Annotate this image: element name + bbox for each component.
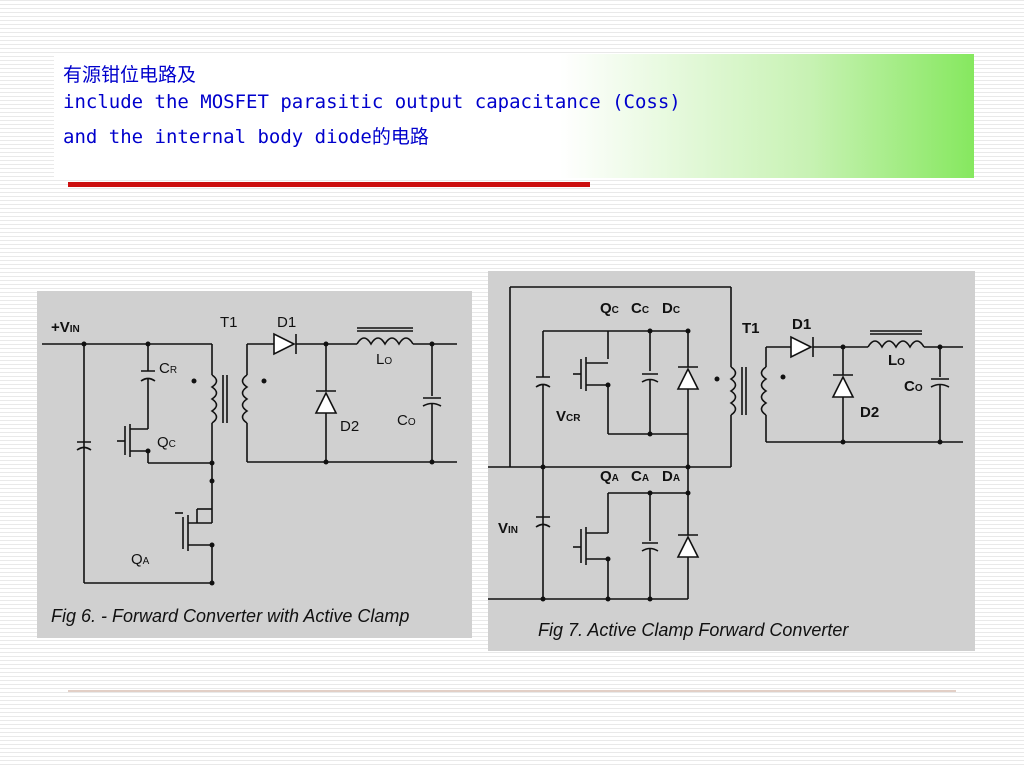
fig6-caption: Fig 6. - Forward Converter with Active C… bbox=[51, 606, 409, 626]
fig7-d1-label: D1 bbox=[792, 316, 811, 333]
fig6-qa-label: QA bbox=[131, 551, 150, 568]
fig6-t1-label: T1 bbox=[220, 314, 238, 331]
fig7-panel: QC CC DC T1 D1 LO D2 CO VCR QA CA DA VIN… bbox=[488, 271, 975, 651]
fig6-vin-label: +VIN bbox=[51, 319, 80, 336]
fig7-t1-label: T1 bbox=[742, 320, 760, 337]
fig7-vcr-label: VCR bbox=[556, 408, 581, 425]
title-line-3: and the internal body diode的电路 bbox=[63, 126, 429, 148]
fig7-da-label: DA bbox=[662, 468, 680, 485]
fig7-vin-label: VIN bbox=[498, 520, 518, 537]
fig6-schematic: +VIN T1 D1 LO D2 CO CR QC QA Fig 6. - Fo… bbox=[42, 314, 457, 626]
fig7-lo-label: LO bbox=[888, 352, 905, 369]
fig7-schematic: QC CC DC T1 D1 LO D2 CO VCR QA CA DA VIN… bbox=[488, 286, 963, 640]
fig7-d2-label: D2 bbox=[860, 404, 879, 421]
fig7-qa-label: QA bbox=[600, 468, 619, 485]
title-line-1: 有源钳位电路及 bbox=[63, 64, 197, 86]
fig7-cc-label: CC bbox=[631, 300, 649, 317]
title-line-2: include the MOSFET parasitic output capa… bbox=[63, 91, 681, 113]
fig7-caption: Fig 7. Active Clamp Forward Converter bbox=[538, 620, 849, 640]
fig6-qc-label: QC bbox=[157, 434, 176, 451]
fig7-dc-label: DC bbox=[662, 300, 680, 317]
fig6-d1-label: D1 bbox=[277, 314, 296, 331]
fig6-co-label: CO bbox=[397, 412, 416, 429]
fig7-qc-label: QC bbox=[600, 300, 619, 317]
fig6-d2-label: D2 bbox=[340, 418, 359, 435]
fig6-panel: +VIN T1 D1 LO D2 CO CR QC QA Fig 6. - Fo… bbox=[37, 291, 472, 638]
title-underline bbox=[68, 182, 590, 187]
fig7-co-label: CO bbox=[904, 378, 923, 395]
title-box: 有源钳位电路及 include the MOSFET parasitic out… bbox=[54, 54, 974, 178]
footer-rule bbox=[68, 690, 956, 692]
fig6-lo-label: LO bbox=[376, 351, 392, 368]
fig7-ca-label: CA bbox=[631, 468, 649, 485]
fig6-cr-label: CR bbox=[159, 360, 177, 377]
